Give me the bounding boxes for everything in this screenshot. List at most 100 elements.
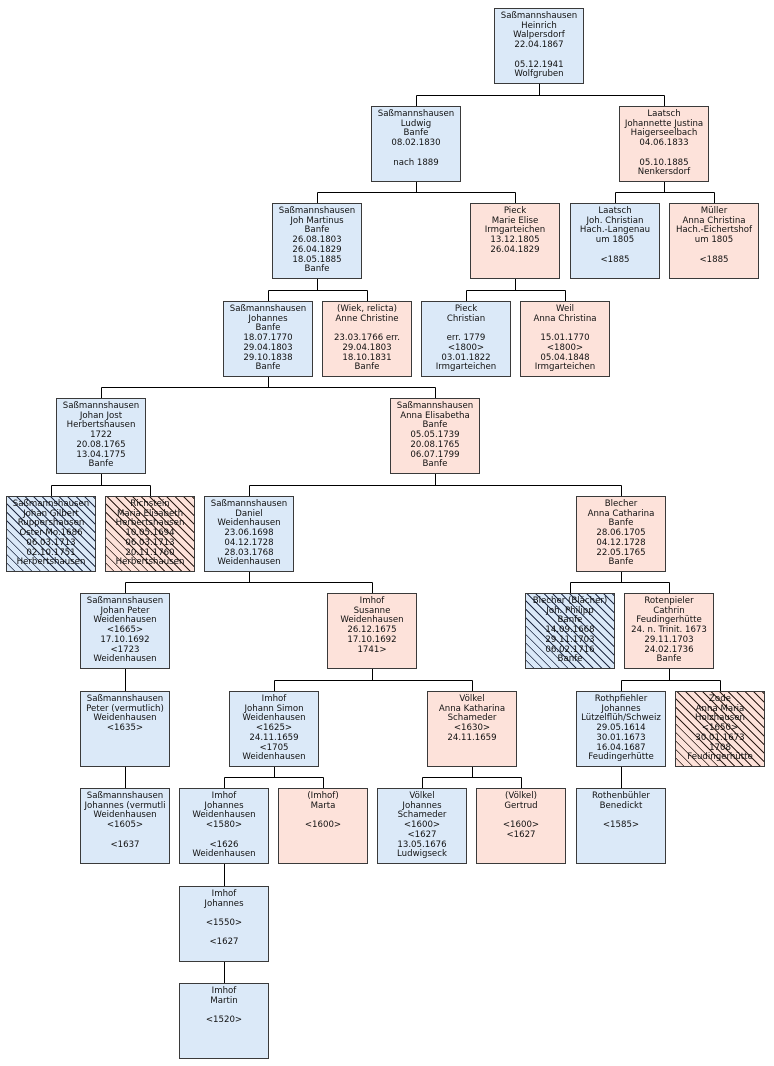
person-line: Weidenhausen: [93, 654, 157, 665]
person-line: 30.01.1673: [695, 732, 745, 743]
person-line: Banfe: [304, 225, 330, 236]
person-line: Maria Elisabeth: [116, 508, 184, 519]
person-line: Banfe: [255, 323, 281, 334]
person-line: Imhof: [211, 791, 237, 801]
person-line: Anna Catharina: [587, 508, 655, 519]
person-line: Wolfgruben: [514, 69, 564, 80]
person-line: Rotenpieler: [644, 596, 694, 606]
person-line: <1630>: [453, 723, 491, 734]
person-line: Ludwig: [400, 118, 432, 129]
person-box-voelkel-gertrud[interactable]: (Völkel)Gertrud<1600><1627: [476, 788, 566, 864]
person-line: Johannes: [204, 898, 244, 909]
person-line: 22.04.1867: [514, 40, 564, 51]
person-line: Blecher (Blächer): [532, 596, 608, 606]
person-line: Anna Elisabetha: [400, 410, 470, 421]
person-line: Saßmannshausen: [12, 499, 90, 509]
person-line: 15.01.1770: [540, 333, 590, 344]
person-line: Müller: [700, 206, 728, 216]
person-line: um 1805: [595, 235, 635, 246]
person-line: Saßmannshausen: [210, 499, 288, 509]
person-line: 28.06.1705: [596, 528, 646, 539]
person-line: Hach.-Langenau: [579, 225, 651, 236]
person-line: Banfe: [422, 459, 448, 470]
person-line: Banfe: [88, 459, 114, 470]
person-line: Banfe: [403, 128, 429, 139]
person-box-imhof-marta[interactable]: (Imhof)Marta<1600>: [278, 788, 368, 864]
person-line: 24.11.1659: [249, 732, 299, 743]
person-line: 05.04.1848: [540, 352, 590, 363]
person-line: Anna Maria: [695, 703, 745, 714]
person-line: Anna Katharina: [438, 703, 506, 714]
person-line: Gertrud: [504, 800, 538, 811]
person-line: Weidenhausen: [217, 557, 281, 568]
person-line: Saßmannshausen: [500, 11, 578, 21]
person-line: Weidenhausen: [93, 615, 157, 626]
person-line: 26.04.1829: [490, 244, 540, 255]
person-line: Irmgarteichen: [534, 362, 596, 373]
person-line: 18.07.1770: [243, 333, 293, 344]
person-line: Zode: [709, 694, 731, 704]
person-line: Weidenhausen: [192, 849, 256, 860]
person-line: 24. n. Trinit. 1673: [631, 625, 707, 636]
person-line: 18.05.1885: [292, 254, 342, 265]
person-line: (Imhof): [307, 791, 339, 801]
person-line: <1637: [110, 839, 140, 850]
person-line: <1885: [600, 254, 630, 265]
person-line: Banfe: [608, 557, 634, 568]
person-line: Peter (vermutlich): [86, 703, 164, 714]
person-line: 10.05.1694: [125, 528, 175, 539]
person-line: Herbertshausen: [66, 420, 136, 431]
person-line: 24.11.1659: [447, 732, 497, 743]
person-line: Banfe: [557, 615, 583, 626]
person-line: 05.05.1739: [410, 430, 460, 441]
person-line: Banfe: [608, 518, 634, 529]
person-line: <1580>: [205, 820, 243, 831]
person-line: Marie Elise: [491, 215, 539, 226]
person-line: Banfe: [354, 362, 380, 373]
person-line: 17.10.1692: [347, 634, 397, 645]
person-line: 20.08.1765: [410, 439, 460, 450]
person-line: Weidenhausen: [93, 713, 157, 724]
person-line: Johan Jost: [79, 410, 123, 421]
person-line: 29.10.1838: [243, 352, 293, 363]
person-line: Anna Christina: [682, 215, 746, 226]
person-line: Irmgarteichen: [435, 362, 497, 373]
person-line: 08.02.1830: [391, 138, 441, 149]
person-line: Ruppershausen: [17, 518, 85, 529]
person-line: <1520>: [205, 1015, 243, 1026]
person-line: Weidenhausen: [192, 810, 256, 821]
